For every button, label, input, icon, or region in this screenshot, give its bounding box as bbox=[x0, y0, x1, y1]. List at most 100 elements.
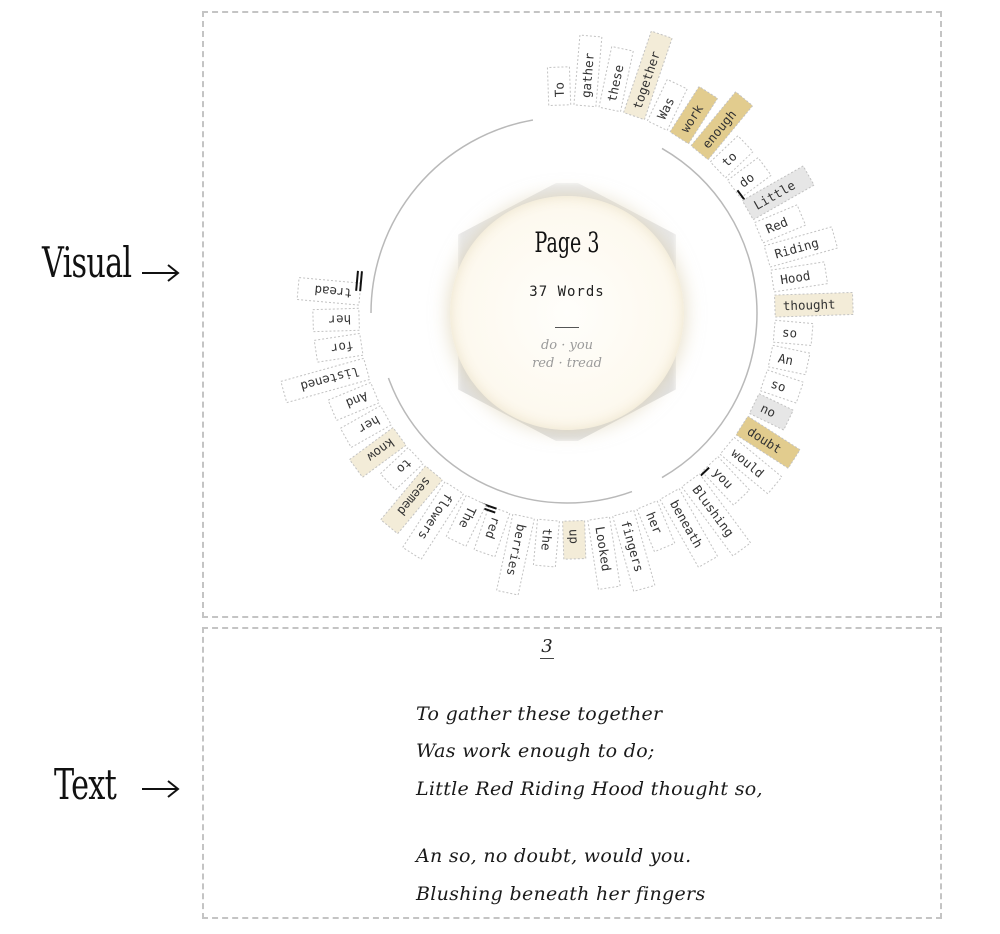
word-tile[interactable]: red bbox=[463, 501, 511, 558]
rhyme-pair: do · you bbox=[540, 338, 594, 353]
word-tile[interactable]: her bbox=[312, 307, 360, 333]
word-tile-box bbox=[646, 78, 688, 132]
word-tile-box bbox=[770, 261, 829, 293]
word-tile-box bbox=[763, 226, 839, 268]
word-count: 37 Words bbox=[529, 284, 605, 300]
word-tile[interactable]: tread bbox=[296, 266, 363, 306]
word-tile-label: for bbox=[330, 338, 355, 356]
word-tile[interactable]: these bbox=[598, 45, 634, 113]
word-tile[interactable]: to bbox=[379, 446, 424, 491]
word-tile[interactable]: so bbox=[759, 369, 804, 404]
word-tile[interactable]: doubt bbox=[735, 415, 801, 469]
word-tile-box bbox=[280, 357, 371, 404]
arrow-right-icon bbox=[142, 780, 180, 798]
text-panel bbox=[202, 627, 942, 919]
word-tile-box bbox=[659, 487, 719, 568]
word-tile-label: so bbox=[769, 376, 788, 395]
word-tile-box bbox=[701, 455, 751, 506]
word-tile[interactable]: up bbox=[562, 520, 587, 560]
word-tile-box bbox=[612, 509, 656, 592]
visual-label: Visual bbox=[42, 238, 132, 287]
word-tile-box bbox=[709, 135, 754, 179]
word-tile-box bbox=[313, 332, 364, 363]
text-label: Text bbox=[54, 760, 117, 809]
word-tile-label: the bbox=[538, 527, 555, 551]
word-tile-box bbox=[546, 66, 572, 107]
word-tile-label: do bbox=[736, 169, 757, 190]
word-tile-label: her bbox=[328, 312, 351, 328]
word-tile[interactable]: Looked bbox=[587, 516, 621, 591]
word-tile[interactable]: no bbox=[748, 392, 794, 431]
word-tile[interactable]: do bbox=[726, 156, 779, 208]
word-tile-box bbox=[312, 307, 360, 333]
word-tile-box bbox=[598, 45, 634, 113]
word-tile-box bbox=[753, 204, 807, 244]
word-tile-box bbox=[402, 481, 465, 560]
word-tile-box bbox=[636, 500, 676, 553]
word-tile-box bbox=[445, 494, 487, 547]
word-tile[interactable]: gather bbox=[573, 34, 603, 108]
poem-line: Little Red Riding Hood thought so, bbox=[416, 778, 763, 800]
word-tile-box bbox=[380, 465, 444, 535]
word-tile[interactable]: the bbox=[532, 518, 560, 568]
word-tile[interactable]: And bbox=[327, 381, 380, 422]
word-tile-box bbox=[681, 473, 752, 557]
word-tile-box bbox=[735, 415, 801, 469]
rhyme-marker bbox=[355, 270, 359, 291]
guide-arc bbox=[370, 119, 534, 314]
word-tile-label: up bbox=[566, 529, 581, 545]
word-tile[interactable]: thought bbox=[774, 291, 854, 318]
center-disc bbox=[450, 196, 684, 430]
word-tile[interactable]: Riding bbox=[763, 226, 839, 268]
word-tile-box bbox=[495, 513, 535, 596]
word-tile-label: thought bbox=[783, 297, 836, 314]
word-tile-box bbox=[473, 505, 511, 558]
word-tile-label: tread bbox=[314, 283, 353, 301]
poem-line: Was work enough to do; bbox=[416, 740, 655, 762]
word-tile-label: red bbox=[482, 515, 504, 541]
word-tile-box bbox=[532, 518, 560, 568]
word-tile[interactable]: Hood bbox=[770, 261, 829, 293]
guide-arc bbox=[387, 377, 633, 504]
word-tile-label: An bbox=[777, 350, 795, 368]
word-tile-box bbox=[573, 34, 603, 108]
word-tile-label: Hood bbox=[779, 268, 811, 287]
word-tile[interactable]: her bbox=[636, 500, 676, 553]
word-tile-box bbox=[774, 291, 854, 318]
word-tile-box bbox=[587, 516, 621, 591]
page-number: 3 bbox=[541, 636, 553, 657]
word-tile-box bbox=[772, 319, 814, 347]
center-divider bbox=[555, 327, 579, 328]
word-tile[interactable]: Was bbox=[646, 78, 688, 132]
poem-line: An so, no doubt, would you. bbox=[416, 845, 692, 867]
word-tile-label: gather bbox=[578, 52, 597, 99]
word-tile-box bbox=[339, 405, 392, 449]
word-tile-label: no bbox=[758, 400, 778, 420]
rhyme-marker bbox=[359, 271, 363, 292]
word-tile-box bbox=[327, 381, 380, 422]
word-tile-box bbox=[296, 277, 362, 306]
word-tile[interactable]: to bbox=[709, 135, 754, 179]
word-tile-box bbox=[348, 426, 407, 478]
word-tile-box bbox=[759, 369, 804, 404]
word-tile-box bbox=[726, 156, 772, 199]
poem-line: Blushing beneath her fingers bbox=[416, 883, 706, 905]
word-tile-box bbox=[562, 520, 587, 560]
page-number-underline bbox=[540, 658, 554, 659]
word-tile-box bbox=[748, 392, 794, 431]
word-tile-box bbox=[767, 344, 811, 376]
guide-arc bbox=[661, 147, 758, 479]
word-tile-box bbox=[622, 30, 673, 121]
word-tile[interactable]: The bbox=[445, 494, 487, 547]
word-tile[interactable]: so bbox=[772, 319, 814, 347]
word-tile-box bbox=[719, 436, 783, 495]
word-tile[interactable]: for bbox=[313, 332, 364, 363]
word-tile-box bbox=[379, 446, 424, 491]
word-tile[interactable]: An bbox=[767, 344, 811, 376]
word-tile[interactable]: To bbox=[546, 66, 572, 107]
word-tile[interactable]: Red bbox=[753, 204, 807, 244]
arrow-right-icon bbox=[142, 264, 180, 282]
poem-line: To gather these together bbox=[416, 703, 663, 725]
word-tile-label: so bbox=[782, 324, 798, 340]
